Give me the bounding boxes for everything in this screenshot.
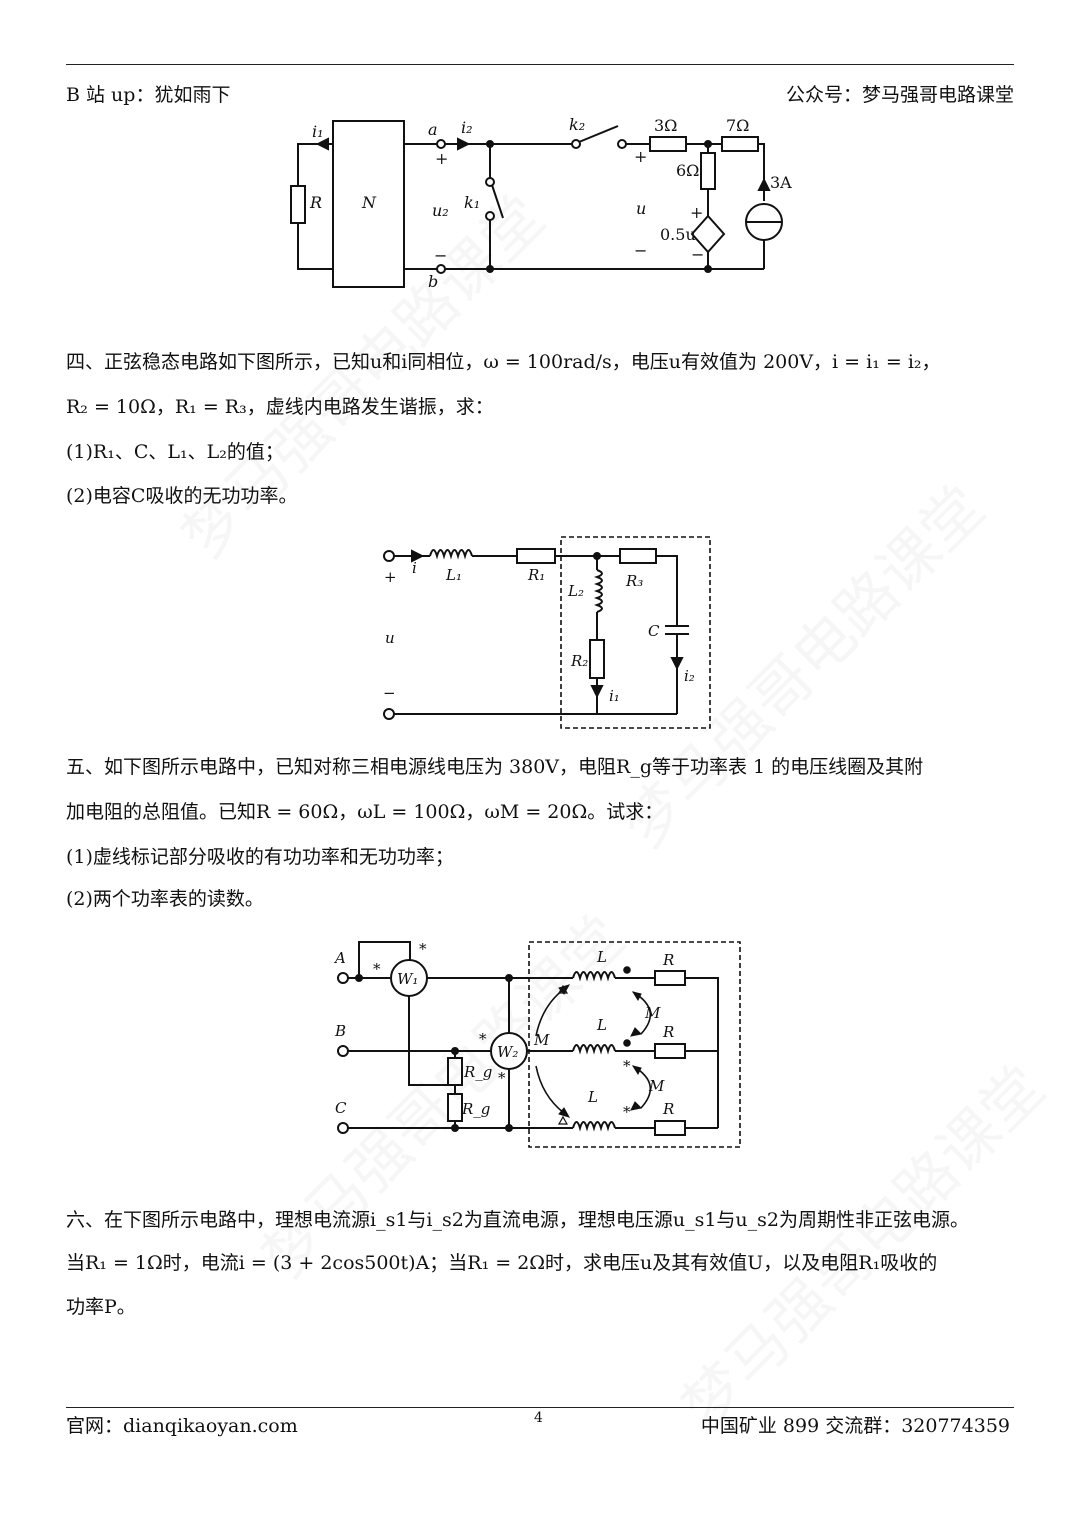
label-R1: R₁ [527,566,545,584]
label-R-bottom: R [662,1100,674,1118]
label-R: R [309,193,322,212]
label-plus-a: + [435,149,448,168]
problem5-q2: (2)两个功率表的读数。 [66,888,264,910]
footer-website: 官网：dianqikaoyan.com [66,1415,298,1437]
label-C: C [335,1099,347,1117]
label-u: u [636,199,646,218]
header-left: B 站 up：犹如雨下 [66,84,231,106]
circuit-figure-5: A B C W₁ W₂ * * * * L L L R R R M M M * … [333,940,741,1148]
problem6-line2: 当R₁ = 1Ω时，电流i = (3 + 2cos500t)A；当R₁ = 2Ω… [66,1252,938,1274]
label-3ohm: 3Ω [654,116,677,135]
label-R-mid: R [662,1023,674,1041]
label-i1: i₁ [609,687,620,705]
label-minus-src: − [691,245,704,264]
label-L2: L₂ [567,582,584,600]
problem4-q1: (1)R₁、C、L₁、L₂的值； [66,441,284,463]
label-i2: i₂ [461,118,473,137]
label-7ohm: 7Ω [726,116,749,135]
star-coupling-mid: * [623,1057,631,1075]
label-minus: − [383,684,396,702]
header-right: 公众号：梦马强哥电路课堂 [785,84,1014,106]
label-M-left: M [533,1031,550,1049]
problem4-line2: R₂ = 10Ω，R₁ = R₃，虚线内电路发生谐振，求： [66,396,494,418]
star-coupling-bottom: * [623,1103,631,1121]
label-L-top: L [596,948,607,966]
label-plus-u: + [634,147,647,166]
label-A: A [333,949,346,967]
label-3A: 3A [770,173,792,192]
star-w2-voltage: * [498,1069,506,1087]
problem6-line3: 功率P。 [66,1296,136,1318]
label-plus: + [384,568,397,586]
problem6-line1: 六、在下图所示电路中，理想电流源i_s1与i_s2为直流电源，理想电压源u_s1… [66,1209,969,1231]
label-W2: W₂ [497,1043,518,1061]
footer-rule [66,1407,1014,1408]
label-C: C [648,622,660,640]
label-k2: k₂ [569,115,585,134]
label-W1: W₁ [397,970,418,988]
label-Rg-lower: R_g [461,1100,490,1118]
footer-group: 中国矿业 899 交流群：320774359 [700,1415,1010,1437]
problem4-q2: (2)电容C吸收的无功功率。 [66,485,298,507]
star-w1-voltage: * [419,940,427,958]
star-w2-current: * [479,1030,487,1048]
label-i2: i₂ [684,667,695,685]
label-R-top: R [662,951,674,969]
label-R2: R₂ [570,652,588,670]
label-N: N [361,193,377,212]
label-M-lower: M [648,1077,665,1095]
problem5-q1: (1)虚线标记部分吸收的有功功率和无功功率； [66,846,454,868]
problem5-line1: 五、如下图所示电路中，已知对称三相电源线电压为 380V，电阻R_g等于功率表 … [66,756,924,778]
label-dep-source: 0.5u [660,225,696,244]
circuit-figure-1: i₁ a i₂ k₂ 3Ω 7Ω R N + u₂ k₁ + 6Ω u + 0.… [290,115,792,291]
label-6ohm: 6Ω [676,161,699,180]
label-R3: R₃ [625,572,643,590]
label-Rg-upper: R_g [463,1063,492,1081]
label-minus-u: − [634,241,647,260]
label-a: a [428,120,438,139]
page-number: 4 [534,1410,543,1426]
header-rule [66,64,1014,65]
problem5-line2: 加电阻的总阻值。已知R = 60Ω，ωL = 100Ω，ωM = 20Ω。试求： [66,801,664,823]
label-k1: k₁ [464,193,480,212]
label-L-bottom: L [587,1088,598,1106]
label-minus-b: − [434,246,447,265]
label-L1: L₁ [445,566,462,584]
label-u: u [385,629,395,647]
label-u2: u₂ [432,201,449,220]
label-L-mid: L [596,1016,607,1034]
label-i: i [412,559,417,577]
circuit-figure-4: + i L₁ R₁ L₂ R₃ u C R₂ i₂ − i₁ [383,536,711,729]
label-M-upper: M [644,1004,661,1022]
label-plus-src: + [690,203,703,222]
label-i1: i₁ [312,122,324,141]
star-w1-current: * [373,960,381,978]
label-b: b [428,272,438,291]
label-B: B [334,1022,346,1040]
problem4-line1: 四、正弦稳态电路如下图所示，已知u和i同相位，ω = 100rad/s，电压u有… [66,351,941,373]
